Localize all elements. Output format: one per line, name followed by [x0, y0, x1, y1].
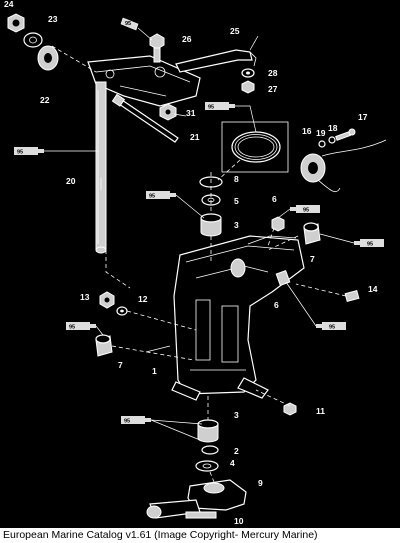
label-16: 16	[302, 126, 312, 136]
part-24-nut[interactable]	[7, 13, 25, 33]
part-20-tube[interactable]	[95, 81, 107, 254]
part-11-screw[interactable]	[283, 402, 297, 416]
part-3-bushing-lower[interactable]	[197, 419, 219, 443]
label-7-left: 7	[118, 360, 123, 370]
label-2: 2	[234, 446, 239, 456]
part-27-nut[interactable]	[241, 80, 255, 94]
part-13-nut[interactable]	[99, 291, 115, 309]
part-9-yoke[interactable]	[146, 479, 247, 519]
part-23-washer[interactable]	[23, 32, 43, 48]
label-26: 26	[182, 34, 192, 44]
label-21: 21	[190, 132, 200, 142]
label-6-lower: 6	[274, 300, 279, 310]
lubricant-tube-icon: 95	[354, 239, 384, 248]
label-20: 20	[66, 176, 76, 186]
lubricant-tube-icon: 95	[316, 322, 346, 331]
part-21-bolt[interactable]	[111, 93, 179, 143]
part-14-bolt[interactable]	[344, 289, 360, 303]
label-22: 22	[40, 95, 50, 105]
label-27: 27	[268, 84, 278, 94]
svg-text:95: 95	[149, 194, 155, 200]
part-2-ring[interactable]	[201, 445, 219, 455]
label-9: 9	[258, 478, 263, 488]
part-7-bushing-left[interactable]	[95, 334, 113, 357]
svg-text:95: 95	[124, 419, 130, 425]
part-1-swivel-bracket[interactable]	[171, 235, 305, 401]
label-7-right: 7	[310, 254, 315, 264]
label-12: 12	[138, 294, 148, 304]
part-25-link-rod[interactable]	[175, 49, 257, 73]
label-3-upper: 3	[234, 220, 239, 230]
label-6-upper: 6	[272, 194, 277, 204]
label-10: 10	[234, 516, 244, 526]
part-4-washer[interactable]	[195, 460, 219, 472]
part-10-bolt[interactable]	[185, 511, 217, 519]
part-7-bushing-right[interactable]	[303, 222, 321, 245]
svg-text:95: 95	[303, 208, 309, 214]
seal-detail-box	[221, 121, 289, 173]
label-28: 28	[268, 68, 278, 78]
caption-bar: European Marine Catalog v1.61 (Image Cop…	[0, 528, 400, 543]
svg-text:95: 95	[69, 325, 75, 331]
label-11: 11	[316, 406, 325, 416]
exploded-parts-diagram: 95 95 95 95 95 95 95	[4, 0, 387, 526]
part-17-screw[interactable]	[335, 128, 356, 141]
label-3-lower: 3	[234, 410, 239, 420]
label-4: 4	[230, 458, 235, 468]
part-28-washer[interactable]	[241, 68, 255, 78]
lubricant-tube-icon: 95	[66, 322, 96, 331]
part-19-washer[interactable]	[318, 140, 326, 148]
lubricant-tube-icon: 95	[120, 17, 139, 31]
label-18: 18	[328, 123, 338, 133]
copyright-caption: European Marine Catalog v1.61 (Image Cop…	[3, 529, 318, 541]
label-8: 8	[234, 174, 239, 184]
label-25: 25	[230, 26, 240, 36]
label-31: 31	[186, 108, 196, 118]
svg-text:95: 95	[367, 242, 373, 248]
part-16-sensor[interactable]	[300, 139, 387, 193]
part-6-fitting-upper[interactable]	[271, 216, 285, 232]
label-5: 5	[234, 196, 239, 206]
part-26-screw[interactable]	[149, 33, 165, 63]
label-24: 24	[4, 0, 14, 9]
assembly-lines	[51, 45, 347, 483]
part-18-washer[interactable]	[328, 136, 336, 144]
part-22-bushing[interactable]	[37, 45, 59, 71]
part-3-bushing-upper[interactable]	[200, 213, 222, 237]
label-23: 23	[48, 14, 58, 24]
lubricant-tube-icon: 95	[205, 102, 235, 111]
part-31-nut[interactable]	[159, 103, 177, 121]
lubricant-tube-icon: 95	[146, 191, 176, 200]
part-labels: 24 23 22 26 25 28 27 31 21 17 16 19 18 2…	[4, 0, 378, 526]
svg-text:95: 95	[125, 21, 131, 27]
part-6-fitting-lower[interactable]	[275, 270, 291, 286]
leader-lines	[44, 27, 355, 441]
part-12-washer[interactable]	[116, 306, 128, 316]
steering-arm-bracket[interactable]	[87, 55, 201, 107]
svg-text:95: 95	[17, 150, 23, 156]
lubricant-tube-icon: 95	[121, 416, 151, 425]
label-13: 13	[80, 292, 90, 302]
svg-text:95: 95	[208, 105, 214, 111]
lubricant-tubes: 95 95 95 95 95 95 95	[14, 17, 384, 425]
label-19: 19	[316, 128, 326, 138]
label-14: 14	[368, 284, 378, 294]
label-1: 1	[152, 366, 157, 376]
svg-text:95: 95	[329, 325, 335, 331]
lubricant-tube-icon: 95	[290, 205, 320, 214]
lubricant-tube-icon: 95	[14, 147, 44, 156]
label-17: 17	[358, 112, 368, 122]
